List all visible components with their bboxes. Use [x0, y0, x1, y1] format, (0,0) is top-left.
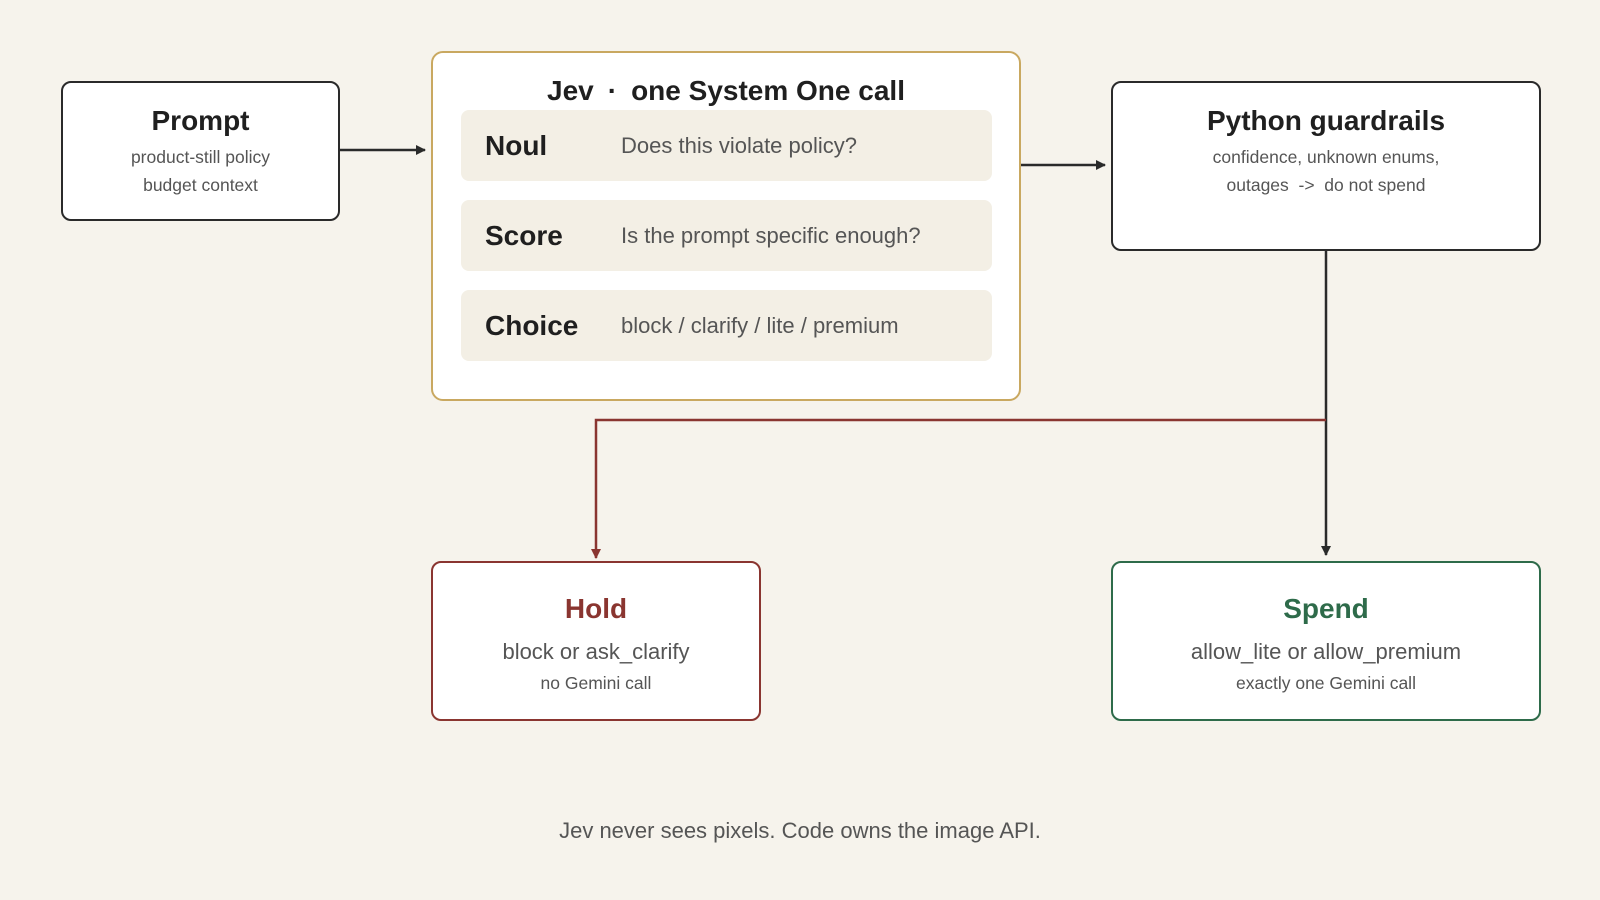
prompt-line: budget context: [143, 175, 258, 195]
hold-title: Hold: [564, 593, 628, 624]
footer-caption: Jev never sees pixels. Code owns the ima…: [559, 818, 1041, 843]
step-desc: Is the prompt specific enough?: [621, 223, 921, 248]
prompt-title: Prompt: [151, 105, 250, 136]
prompt-node: Prompt product-still policy budget conte…: [61, 81, 340, 221]
guardrails-line: confidence, unknown enums,: [1212, 147, 1440, 167]
spend-node: Spend allow_lite or allow_premium exactl…: [1111, 561, 1541, 721]
jev-node: Jev · one System One call Noul Does this v…: [431, 51, 1021, 401]
prompt-line: product-still policy: [130, 147, 271, 167]
prompt-detail: product-still policy budget context: [63, 143, 338, 199]
step-desc: Does this violate policy?: [621, 133, 858, 158]
arrow-guardrails-to-hold: [591, 418, 1326, 559]
guardrails-line: outages -> do not spend: [1226, 175, 1426, 195]
guardrails-node: Python guardrails confidence, unknown en…: [1111, 81, 1541, 251]
jev-step-choice: Choice block / clarify / lite / premium: [461, 290, 992, 361]
jev-title-name: Jev: [547, 75, 594, 106]
spend-note: exactly one Gemini call: [1236, 673, 1416, 693]
jev-title: Jev · one System One call: [433, 75, 1019, 107]
step-name: Score: [485, 220, 563, 251]
jev-title-desc: one System One call: [631, 75, 905, 106]
spend-main: allow_lite or allow_premium: [1190, 639, 1462, 664]
guardrails-title: Python guardrails: [1206, 105, 1446, 136]
step-name: Noul: [485, 130, 548, 161]
step-desc: block / clarify / lite / premium: [621, 313, 899, 338]
hold-note: no Gemini call: [540, 673, 652, 693]
hold-node: Hold block or ask_clarify no Gemini call: [431, 561, 761, 721]
jev-step-noul: Noul Does this violate policy?: [461, 110, 992, 181]
spend-title: Spend: [1283, 593, 1369, 624]
hold-main: block or ask_clarify: [502, 639, 690, 664]
jev-title-separator: ·: [607, 75, 618, 106]
jev-step-score: Score Is the prompt specific enough?: [461, 200, 992, 271]
step-name: Choice: [485, 310, 579, 341]
guardrails-detail: confidence, unknown enums, outages -> do…: [1113, 143, 1539, 199]
